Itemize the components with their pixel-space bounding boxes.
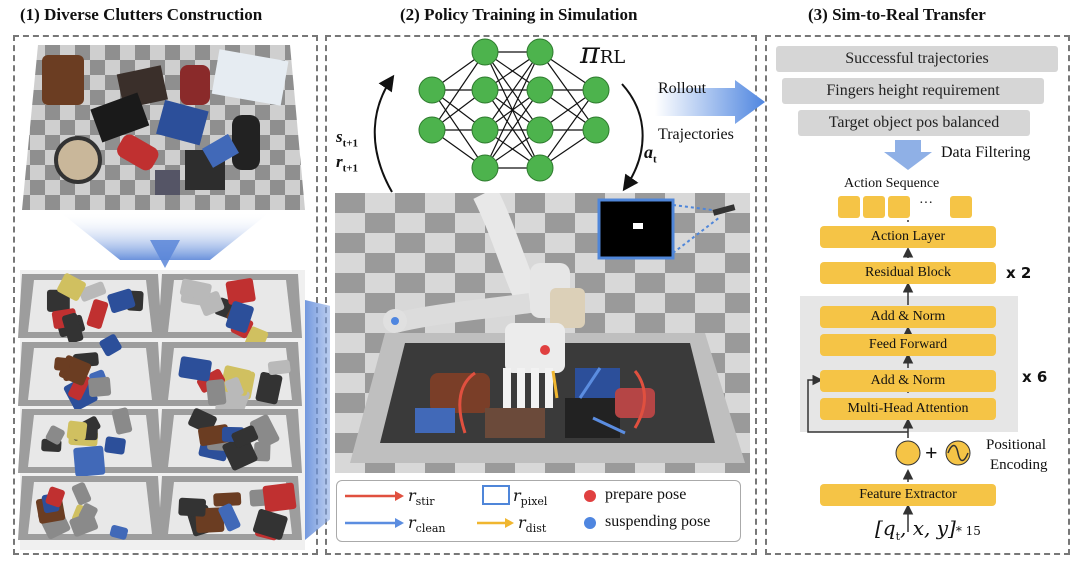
network-node — [471, 116, 499, 144]
feed-forward-box: Feed Forward — [820, 334, 996, 356]
network-node — [471, 38, 499, 66]
policy-symbol: πRL — [580, 36, 626, 71]
filter-fingers-height: Fingers height requirement — [782, 78, 1044, 104]
clutter-thumbnail — [158, 476, 302, 541]
network-edge — [484, 51, 541, 131]
panel3-title: (3) Sim-to-Real Transfer — [808, 5, 986, 24]
panel2-frame — [325, 35, 757, 555]
network-node — [526, 154, 554, 182]
panel3-frame — [765, 35, 1070, 555]
add-norm-top-box: Add & Norm — [820, 306, 996, 328]
network-node — [582, 76, 610, 104]
action-token — [863, 196, 885, 218]
panel1-title: (1) Diverse Clutters Construction — [20, 5, 263, 24]
data-filtering-label: Data Filtering — [941, 144, 1031, 161]
network-edge — [431, 89, 486, 169]
funnel-shape — [60, 212, 270, 260]
network-node — [418, 76, 446, 104]
policy-network — [373, 38, 765, 193]
action-token — [950, 196, 972, 218]
network-edge — [484, 89, 541, 169]
action-sequence-label: Action Sequence — [844, 176, 940, 191]
network-node — [526, 38, 554, 66]
network-edge — [539, 89, 597, 169]
action-label: at — [644, 142, 657, 166]
positional-label: Positional — [986, 437, 1047, 453]
data-filtering-arrow — [884, 140, 932, 170]
spread-shape — [305, 300, 330, 540]
filter-target-pos-balanced: Target object pos balanced — [798, 110, 1030, 136]
encoding-label: Encoding — [990, 457, 1048, 473]
network-node — [526, 76, 554, 104]
input-label: [qt, x, y]* 15 — [875, 516, 981, 543]
clutter-thumbnails — [18, 273, 302, 541]
legend-prepare-pose: prepare pose — [605, 486, 687, 503]
legend-r-stir: rstir — [408, 486, 435, 509]
transformer-repeat-label: x 6 — [1022, 368, 1048, 386]
simulation-scene — [335, 193, 750, 473]
add-norm-bottom-box: Add & Norm — [820, 370, 996, 392]
clutter-thumbnail — [18, 273, 162, 344]
action-layer-box: Action Layer — [820, 226, 996, 248]
network-node — [582, 116, 610, 144]
legend-r-dist: rdist — [518, 513, 547, 536]
filter-successful-trajectories: Successful trajectories — [776, 46, 1058, 72]
plus-sign: + — [925, 440, 938, 465]
clutter-thumbnail — [18, 407, 162, 477]
trajectories-label: Trajectories — [658, 126, 734, 143]
network-edge — [431, 51, 486, 131]
residual-repeat-label: x 2 — [1006, 264, 1032, 282]
action-token — [838, 196, 860, 218]
rollout-arrow — [655, 80, 765, 124]
panel2-title: (2) Policy Training in Simulation — [400, 5, 638, 24]
state-r-label: rt+1 — [336, 152, 359, 175]
legend-markers — [345, 485, 596, 529]
residual-block-box: Residual Block — [820, 262, 996, 284]
network-edge — [539, 51, 597, 131]
state-s-label: st+1 — [336, 127, 359, 150]
network-edge — [484, 51, 541, 169]
large-clutter-image — [22, 45, 305, 210]
action-ellipsis: ··· — [919, 196, 933, 211]
network-node — [471, 154, 499, 182]
feature-extractor-box: Feature Extractor — [820, 484, 996, 506]
network-node — [418, 116, 446, 144]
network-node — [526, 116, 554, 144]
legend-suspending-pose: suspending pose — [605, 513, 711, 530]
clutter-thumbnail — [18, 334, 162, 411]
legend-r-clean: rclean — [408, 513, 446, 536]
clutter-thumbnail — [18, 476, 162, 540]
clutter-thumbnail — [158, 408, 302, 473]
action-token — [888, 196, 910, 218]
network-node — [471, 76, 499, 104]
panel1-frame — [13, 35, 318, 555]
legend-r-pixel: rpixel — [513, 486, 548, 509]
rollout-label: Rollout — [658, 80, 707, 97]
legend-box — [336, 480, 741, 542]
multi-head-attention-box: Multi-Head Attention — [820, 398, 996, 420]
